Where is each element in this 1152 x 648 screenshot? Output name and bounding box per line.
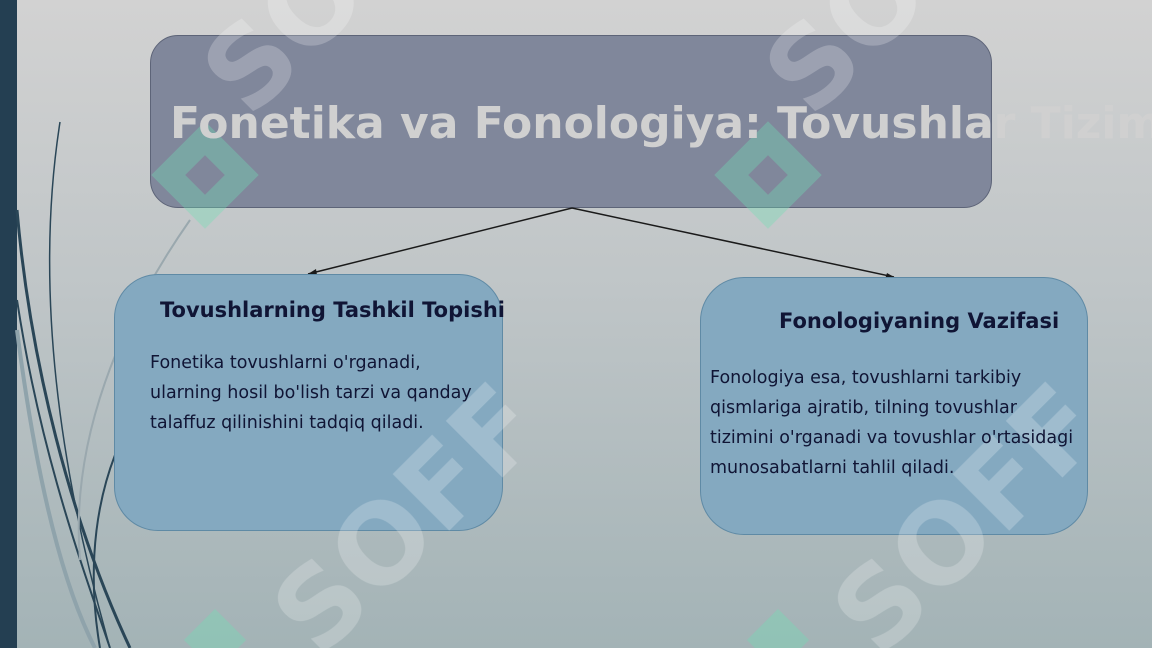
right-card-text: Fonologiya esa, tovushlarni tarkibiy qis…	[710, 368, 1074, 478]
right-card	[700, 277, 1088, 535]
title-box	[150, 35, 992, 208]
left-card-text: Fonetika tovushlarni o'rganadi, ularning…	[150, 353, 472, 433]
left-card-heading: Tovushlarning Tashkil Topishi	[160, 298, 505, 322]
slide-title: Fonetika va Fonologiya: Tovushlar Tizimi	[170, 98, 1152, 149]
left-accent-bar	[0, 0, 17, 648]
left-card	[114, 274, 503, 531]
right-card-heading: Fonologiyaning Vazifasi	[779, 309, 1060, 333]
